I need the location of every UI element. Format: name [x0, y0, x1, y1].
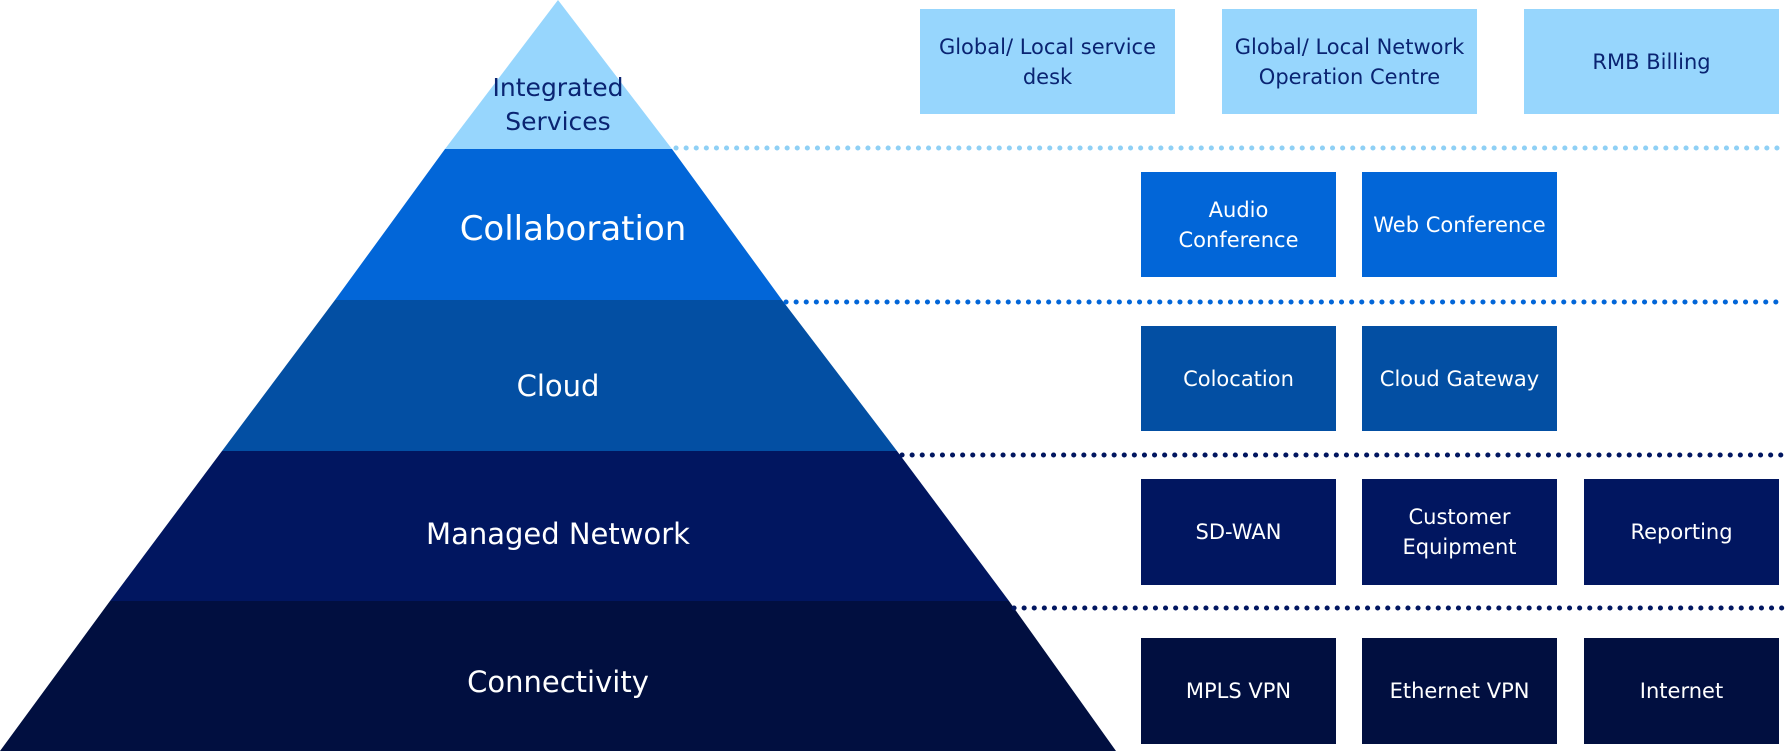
service-box-mpls-vpn: MPLS VPN	[1141, 638, 1336, 744]
service-box-label: Audio Conference	[1178, 197, 1299, 252]
service-box-colocation: Colocation	[1141, 326, 1336, 431]
service-box-label: Cloud Gateway	[1379, 366, 1540, 391]
layer-label-collaboration: Collaboration	[459, 209, 687, 249]
service-box-cloud-gateway: Cloud Gateway	[1362, 326, 1557, 431]
service-box-label: Global/ Local Network Operation Centre	[1234, 34, 1465, 89]
service-box-audio-conference: Audio Conference	[1141, 172, 1336, 277]
pyramid-layer-managed-network	[110, 451, 1009, 601]
layer-label-cloud: Cloud	[516, 369, 600, 403]
service-box-label: RMB Billing	[1592, 49, 1711, 74]
service-box-label: Reporting	[1630, 520, 1733, 544]
pyramid-layer-integrated-services	[445, 0, 672, 149]
service-box-ethernet-vpn: Ethernet VPN	[1362, 638, 1557, 744]
pyramid-layer-collaboration	[335, 149, 782, 300]
service-box-label: Ethernet VPN	[1389, 679, 1530, 703]
pyramid-layer-connectivity	[0, 601, 1116, 751]
service-box-label: Global/ Local service desk	[938, 34, 1157, 89]
service-box-label: MPLS VPN	[1185, 679, 1292, 703]
service-box-label: Colocation	[1183, 366, 1294, 391]
layer-label-integrated-services: Integrated Services	[492, 73, 624, 136]
layer-label-managed-network: Managed Network	[426, 517, 690, 551]
service-box-rmb-billing: RMB Billing	[1524, 9, 1779, 114]
layer-label-connectivity: Connectivity	[467, 665, 649, 699]
pyramid-layer-cloud	[222, 300, 897, 451]
service-box-sd-wan: SD-WAN	[1141, 479, 1336, 585]
service-box-global-local-service-desk: Global/ Local service desk	[920, 9, 1175, 114]
service-box-reporting: Reporting	[1584, 479, 1779, 585]
service-box-label: Web Conference	[1373, 212, 1546, 237]
service-box-label: SD-WAN	[1195, 520, 1282, 544]
service-box-label: Internet	[1639, 679, 1724, 703]
service-box-global-local-noc: Global/ Local Network Operation Centre	[1222, 9, 1477, 114]
service-box-label: Customer Equipment	[1402, 505, 1517, 559]
service-box-internet: Internet	[1584, 638, 1779, 744]
service-box-web-conference: Web Conference	[1362, 172, 1557, 277]
service-box-customer-equipment: Customer Equipment	[1362, 479, 1557, 585]
